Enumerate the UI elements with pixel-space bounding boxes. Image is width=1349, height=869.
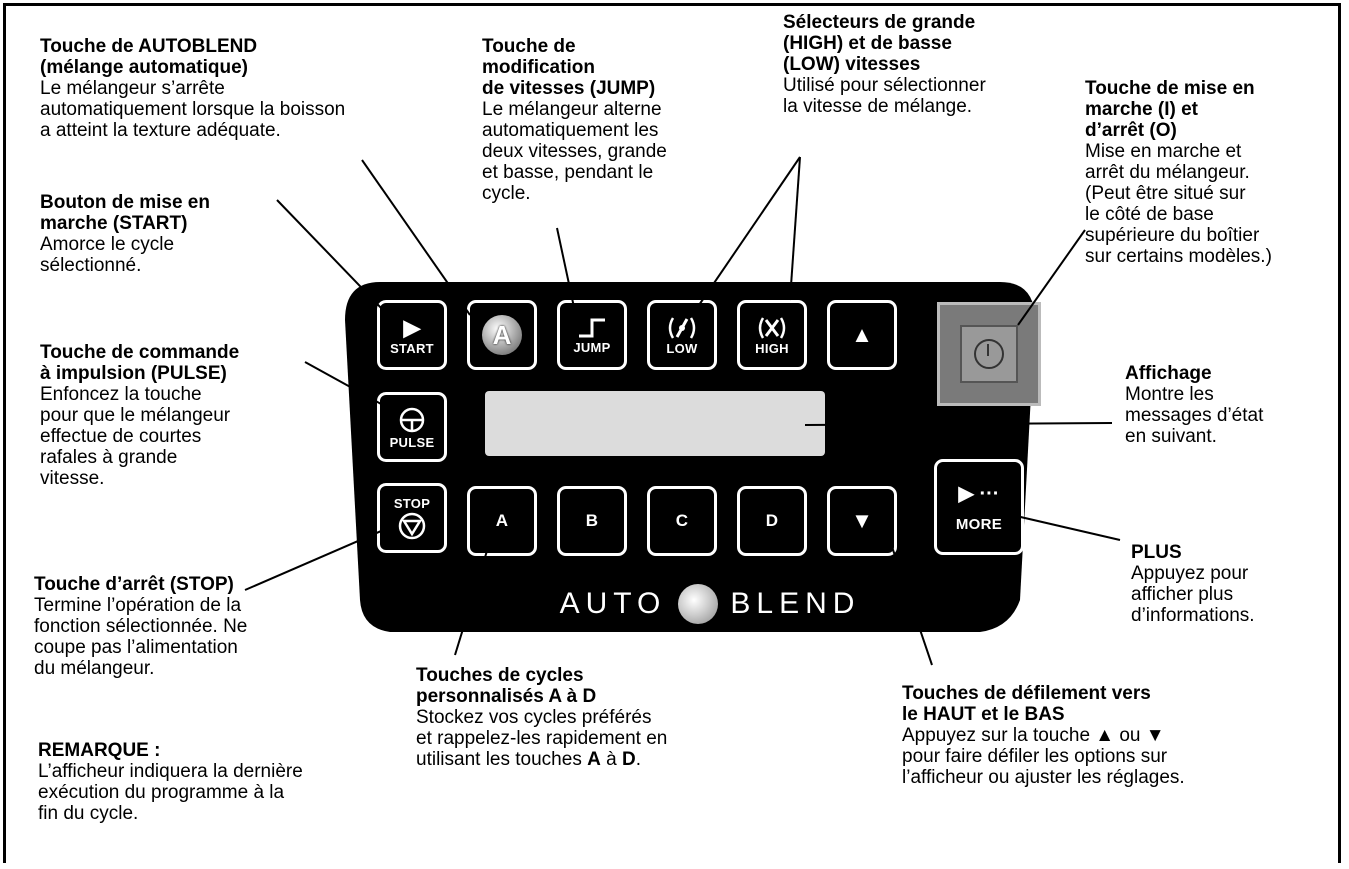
scroll-down-button[interactable]: ▼ bbox=[827, 486, 897, 556]
pulse-button[interactable]: PULSE bbox=[377, 392, 447, 462]
diagram-frame bbox=[3, 3, 1341, 863]
down-arrow-icon: ▼ bbox=[851, 508, 873, 533]
callout-stop-desc: Termine l’opération de la fonction sélec… bbox=[34, 595, 248, 679]
callout-pulse: Touche de commande à impulsion (PULSE) E… bbox=[40, 342, 239, 489]
callout-pulse-title: Touche de commande à impulsion (PULSE) bbox=[40, 342, 240, 384]
callout-pulse-desc: Enfoncez la touche pour que le mélangeur… bbox=[40, 384, 231, 489]
callout-jump-title: Touche de modification de vitesses (JUMP… bbox=[482, 36, 656, 99]
jump-button[interactable]: JUMP bbox=[557, 300, 627, 370]
start-label: START bbox=[390, 340, 434, 356]
callout-start-title: Bouton de mise en marche (START) bbox=[40, 192, 210, 234]
scroll-up-button[interactable]: ▲ bbox=[827, 300, 897, 370]
stop-label: STOP bbox=[393, 495, 431, 511]
power-icon bbox=[974, 339, 1004, 369]
pulse-label: PULSE bbox=[389, 434, 435, 450]
autoblend-button[interactable]: A bbox=[467, 300, 537, 370]
stop-button[interactable]: STOP bbox=[377, 483, 447, 553]
more-button[interactable]: ▶ ··· MORE bbox=[934, 459, 1024, 555]
callout-cycles-title: Touches de cycles personnalisés A à D bbox=[416, 665, 597, 707]
callout-jump-desc: Le mélangeur alterne automatiquement les… bbox=[482, 99, 667, 204]
cycles-desc-mid: à bbox=[600, 749, 622, 770]
callout-more-desc: Appuyez pour afficher plus d’information… bbox=[1131, 563, 1255, 626]
callout-speed: Sélecteurs de grande (HIGH) et de basse … bbox=[783, 12, 986, 117]
cycle-c-label: C bbox=[675, 511, 689, 530]
more-arrow-icon: ▶ ··· bbox=[958, 483, 1000, 505]
callout-speed-title: Sélecteurs de grande (HIGH) et de basse … bbox=[783, 12, 976, 75]
callout-autoblend: Touche de AUTOBLEND (mélange automatique… bbox=[40, 36, 345, 141]
more-label: MORE bbox=[955, 516, 1003, 533]
power-switch[interactable] bbox=[937, 302, 1041, 406]
callout-jump: Touche de modification de vitesses (JUMP… bbox=[482, 36, 667, 204]
autoblend-icon: A bbox=[482, 315, 522, 355]
high-label: HIGH bbox=[755, 340, 789, 356]
callout-display-title: Affichage bbox=[1125, 363, 1212, 384]
callout-power: Touche de mise en marche (I) et d’arrêt … bbox=[1085, 78, 1272, 267]
cycles-desc-key-a: A bbox=[587, 749, 601, 770]
cycles-desc-key-d: D bbox=[621, 749, 636, 770]
high-speed-icon bbox=[758, 316, 786, 339]
cycle-b-label: B bbox=[585, 511, 599, 530]
callout-display: Affichage Montre les messages d’état en … bbox=[1125, 363, 1263, 447]
callout-cycles: Touches de cycles personnalisés A à D St… bbox=[416, 665, 667, 770]
callout-autoblend-desc: Le mélangeur s’arrête automatiquement lo… bbox=[40, 78, 346, 141]
callout-display-desc: Montre les messages d’état en suivant. bbox=[1125, 384, 1264, 447]
cycles-desc-text: Stockez vos cycles préférés et rappelez-… bbox=[416, 707, 668, 770]
brand-blend: BLEND bbox=[730, 587, 861, 620]
callout-speed-desc: Utilisé pour sélectionner la vitesse de … bbox=[783, 75, 986, 117]
cycles-desc-end: . bbox=[635, 749, 641, 770]
low-speed-button[interactable]: LOW bbox=[647, 300, 717, 370]
brand-auto: AUTO bbox=[559, 587, 667, 620]
callout-scroll-desc: Appuyez sur la touche ▲ ou ▼ pour faire … bbox=[902, 725, 1185, 788]
cycle-d-button[interactable]: D bbox=[737, 486, 807, 556]
callout-stop-title: Touche d’arrêt (STOP) bbox=[34, 574, 234, 595]
callout-more-title: PLUS bbox=[1131, 542, 1182, 563]
callout-power-title: Touche de mise en marche (I) et d’arrêt … bbox=[1085, 78, 1255, 141]
start-button[interactable]: ▶ START bbox=[377, 300, 447, 370]
jump-label: JUMP bbox=[573, 339, 611, 355]
play-icon: ▶ bbox=[403, 314, 421, 340]
high-speed-button[interactable]: HIGH bbox=[737, 300, 807, 370]
callout-note: REMARQUE : L’afficheur indiquera la dern… bbox=[38, 740, 303, 824]
stop-icon bbox=[398, 512, 426, 539]
brand-logo-icon bbox=[678, 584, 719, 624]
low-label: LOW bbox=[666, 340, 698, 356]
power-switch-rocker bbox=[960, 325, 1018, 383]
callout-scroll: Touches de défilement vers le HAUT et le… bbox=[902, 683, 1185, 788]
low-speed-icon bbox=[668, 316, 696, 339]
callout-autoblend-title: Touche de AUTOBLEND (mélange automatique… bbox=[40, 36, 258, 78]
autoblend-brand: AUTO BLEND bbox=[545, 584, 875, 624]
cycle-c-button[interactable]: C bbox=[647, 486, 717, 556]
callout-note-title: REMARQUE : bbox=[38, 740, 161, 761]
up-arrow-icon: ▲ bbox=[851, 322, 873, 347]
callout-start: Bouton de mise en marche (START) Amorce … bbox=[40, 192, 210, 276]
callout-more: PLUS Appuyez pour afficher plus d’inform… bbox=[1131, 542, 1255, 626]
pulse-icon bbox=[399, 407, 425, 432]
callout-note-desc: L’afficheur indiquera la dernière exécut… bbox=[38, 761, 303, 824]
jump-icon bbox=[579, 318, 605, 337]
callout-start-desc: Amorce le cycle sélectionné. bbox=[40, 234, 175, 276]
callout-cycles-desc: Stockez vos cycles préférés et rappelez-… bbox=[416, 707, 667, 770]
callout-power-desc: Mise en marche et arrêt du mélangeur. (P… bbox=[1085, 141, 1272, 267]
cycle-b-button[interactable]: B bbox=[557, 486, 627, 556]
cycle-d-label: D bbox=[765, 511, 779, 530]
callout-stop: Touche d’arrêt (STOP) Termine l’opératio… bbox=[34, 574, 247, 679]
autoblend-glyph: A bbox=[492, 319, 512, 350]
cycle-a-button[interactable]: A bbox=[467, 486, 537, 556]
callout-scroll-title: Touches de défilement vers le HAUT et le… bbox=[902, 683, 1151, 725]
status-display bbox=[485, 391, 825, 456]
